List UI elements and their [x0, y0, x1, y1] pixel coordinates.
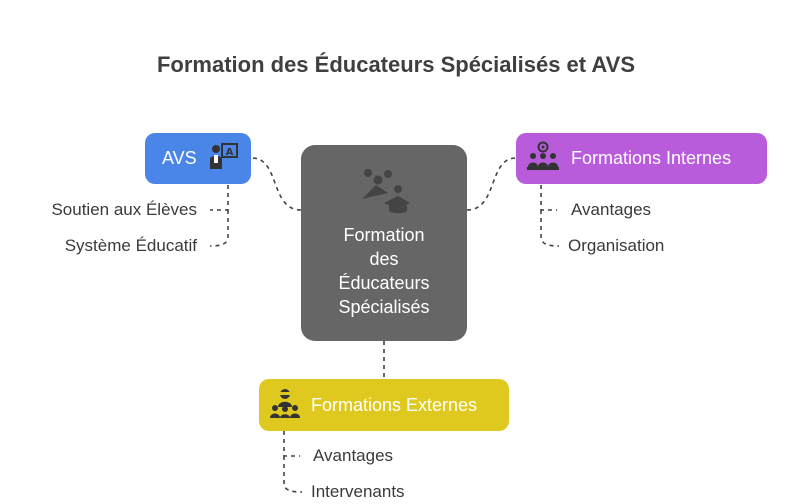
connector-internes-leaf-1	[540, 185, 557, 211]
leaf-internes-avantages[interactable]: Avantages	[571, 200, 652, 219]
diagram-title: Formation des Éducateurs Spécialisés et …	[156, 52, 636, 77]
central-node-line-3: Éducateurs	[338, 273, 430, 293]
leaf-internes-organisation[interactable]: Organisation	[568, 236, 665, 255]
central-node[interactable]: Formation des Éducateurs Spécialisés	[301, 145, 467, 341]
connector-avs-leaf-1	[210, 185, 229, 211]
connector-avs-leaf-2	[209, 210, 229, 247]
connector-center-internes	[466, 157, 517, 211]
connector-externes-leaf-2	[283, 456, 303, 493]
teacher-board-icon: A	[209, 141, 239, 176]
group-meeting-icon	[527, 141, 559, 176]
leaf-externes-intervenants[interactable]: Intervenants	[311, 482, 405, 501]
leaf-avs-systeme[interactable]: Système Éducatif	[64, 236, 197, 255]
node-avs-label: AVS	[162, 148, 197, 168]
central-node-line-2: des	[369, 249, 399, 269]
node-formations-externes-label: Formations Externes	[311, 394, 478, 415]
connector-internes-leaf-2	[540, 210, 560, 247]
instructor-group-icon	[269, 387, 301, 424]
leaf-avs-soutien[interactable]: Soutien aux Élèves	[51, 200, 197, 219]
central-node-line-1: Formation	[343, 225, 425, 245]
central-node-line-4: Spécialisés	[338, 297, 430, 317]
node-formations-externes[interactable]: Formations Externes	[259, 379, 509, 431]
connector-center-avs	[251, 157, 302, 211]
connector-externes-leaf-1	[283, 431, 300, 457]
teacher-graduation-icon	[358, 167, 410, 220]
node-formations-internes[interactable]: Formations Internes	[516, 133, 767, 184]
svg-text:A: A	[225, 147, 233, 158]
node-avs[interactable]: AVS A	[145, 133, 251, 184]
node-formations-internes-label: Formations Internes	[571, 148, 732, 168]
leaf-externes-avantages[interactable]: Avantages	[313, 446, 394, 465]
